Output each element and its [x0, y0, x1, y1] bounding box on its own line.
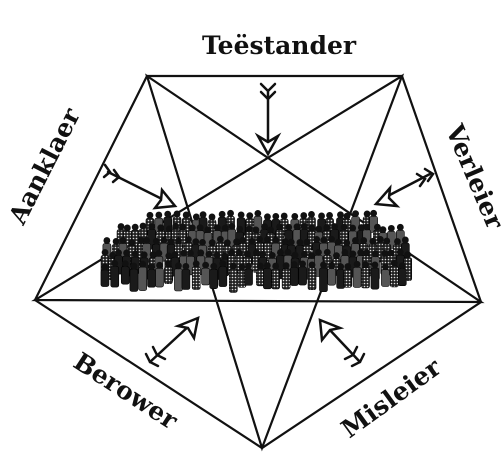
arrow-right	[376, 169, 433, 206]
label-aanklaer: Aanklaer	[2, 103, 86, 230]
arrow-left	[104, 165, 175, 208]
crowd-image	[101, 210, 412, 292]
arrow-bottom-left	[146, 318, 198, 366]
label-teestander: Teëstander	[202, 31, 357, 60]
arrow-top	[258, 84, 278, 154]
arrow-bottom-right	[320, 320, 364, 366]
label-verleier: Verleier	[440, 119, 502, 233]
